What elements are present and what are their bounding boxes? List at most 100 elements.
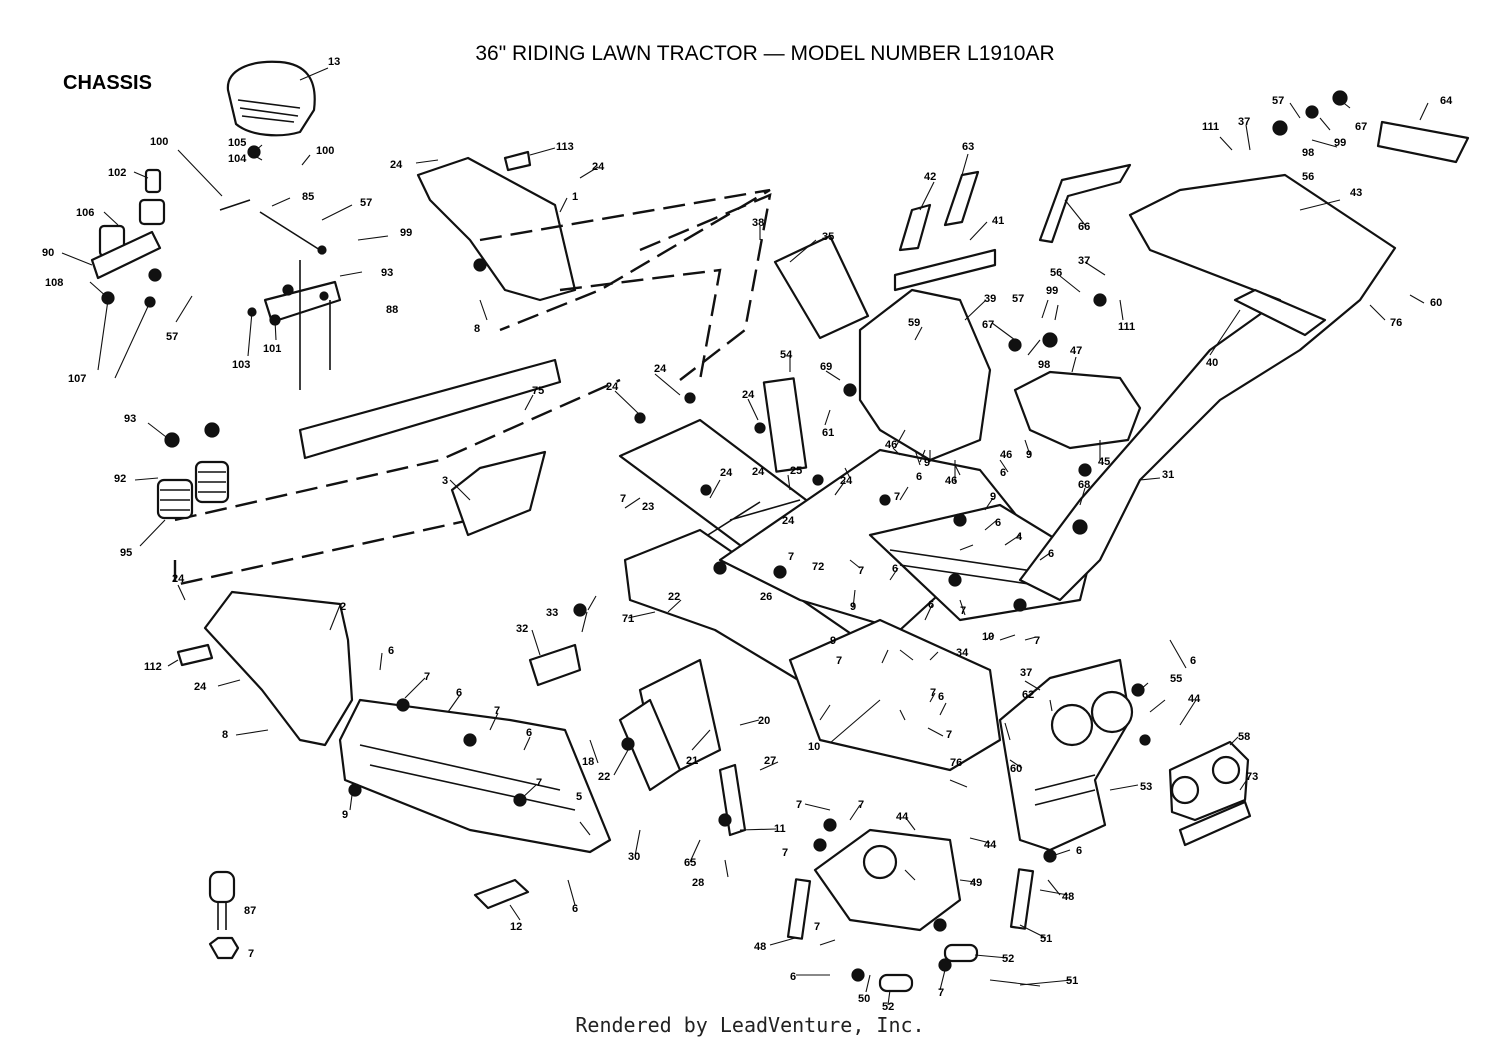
callout-30: 30 xyxy=(628,851,640,863)
front-grille xyxy=(998,658,1132,852)
left-fender-panel xyxy=(203,590,354,747)
callout-111b: 111 xyxy=(1118,321,1135,333)
callout-44a: 44 xyxy=(896,811,909,823)
callout-92: 92 xyxy=(114,473,126,485)
callout-99c: 99 xyxy=(1046,285,1058,297)
callout-108: 108 xyxy=(45,277,63,289)
render-credit: Rendered by LeadVenture, Inc. xyxy=(575,1013,924,1037)
callout-98a: 98 xyxy=(1302,147,1314,159)
callout-101: 101 xyxy=(263,343,281,355)
nut-7 xyxy=(208,936,240,960)
callout-3: 3 xyxy=(442,475,448,487)
callout-54: 54 xyxy=(780,349,793,361)
bracket-21-20 xyxy=(618,698,682,792)
callout-106: 106 xyxy=(76,207,94,219)
spacer-52a xyxy=(943,943,979,963)
callout-33: 33 xyxy=(546,607,558,619)
callout-6l: 6 xyxy=(892,563,898,575)
callout-56a: 56 xyxy=(1302,171,1314,183)
callout-51a: 51 xyxy=(1040,933,1052,945)
callout-40: 40 xyxy=(1206,357,1218,369)
decal-42 xyxy=(898,203,932,252)
callout-37c: 37 xyxy=(1020,667,1032,679)
callout-24g: 24 xyxy=(720,467,733,479)
callout-71: 71 xyxy=(622,613,634,625)
callout-57a: 57 xyxy=(166,331,178,343)
callout-55: 55 xyxy=(1170,673,1182,685)
callout-7c: 7 xyxy=(424,671,430,683)
callout-labels: 13 105 104 100 102 106 90 108 107 57 85 … xyxy=(42,56,1453,1013)
callout-67b: 67 xyxy=(982,319,994,331)
callout-67a: 67 xyxy=(1355,121,1367,133)
decal-41 xyxy=(893,248,997,292)
callout-6d: 6 xyxy=(388,645,394,657)
diagram-title: 36" RIDING LAWN TRACTOR — MODEL NUMBER L… xyxy=(475,42,1054,65)
callout-7i: 7 xyxy=(938,987,944,999)
left-footrest xyxy=(338,698,612,854)
callout-4: 4 xyxy=(1016,531,1023,543)
callout-10a: 10 xyxy=(808,741,820,753)
callout-56b: 56 xyxy=(1050,267,1062,279)
callout-5: 5 xyxy=(576,791,582,803)
callout-46b: 46 xyxy=(945,475,957,487)
callout-105: 105 xyxy=(228,137,246,149)
callout-68: 68 xyxy=(1078,479,1090,491)
hood-panel xyxy=(1018,173,1397,602)
callout-99b: 99 xyxy=(1334,137,1346,149)
steering-wheel xyxy=(1038,163,1132,244)
callout-46a: 46 xyxy=(885,439,897,451)
callout-47: 47 xyxy=(1070,345,1082,357)
callout-32: 32 xyxy=(516,623,528,635)
callout-7b: 7 xyxy=(788,551,794,563)
spring-cap xyxy=(144,168,162,194)
callout-7j: 7 xyxy=(814,921,820,933)
callout-28: 28 xyxy=(692,877,704,889)
callout-61: 61 xyxy=(822,427,834,439)
callout-42: 42 xyxy=(924,171,936,183)
callout-95: 95 xyxy=(120,547,132,559)
callout-39: 39 xyxy=(984,293,996,305)
callout-103: 103 xyxy=(232,359,250,371)
callout-65: 65 xyxy=(684,857,696,869)
callout-73: 73 xyxy=(1246,771,1258,783)
callout-7f: 7 xyxy=(796,799,802,811)
callout-44b: 44 xyxy=(984,839,997,851)
callout-7p: 7 xyxy=(858,565,864,577)
callout-9f: 9 xyxy=(850,601,856,613)
decal-73 xyxy=(1178,800,1252,847)
callout-99a: 99 xyxy=(400,227,412,239)
callout-27: 27 xyxy=(764,755,776,767)
callout-93a: 93 xyxy=(381,267,393,279)
callout-26: 26 xyxy=(760,591,772,603)
callout-72: 72 xyxy=(812,561,824,573)
callout-113: 113 xyxy=(556,141,574,153)
bracket-48-left xyxy=(786,878,812,940)
callout-6j: 6 xyxy=(572,903,578,915)
callout-7m: 7 xyxy=(1034,635,1040,647)
leader-lines xyxy=(61,67,1429,1006)
callout-6f: 6 xyxy=(526,727,532,739)
seat-mount-bracket xyxy=(263,280,342,324)
decal-64 xyxy=(1376,120,1470,164)
callout-18: 18 xyxy=(582,756,594,768)
callout-7r: 7 xyxy=(946,729,952,741)
callout-100b: 100 xyxy=(316,145,334,157)
callout-76a: 76 xyxy=(1390,317,1402,329)
callout-75: 75 xyxy=(532,385,544,397)
callout-2: 2 xyxy=(340,601,346,613)
callout-57d: 57 xyxy=(1012,293,1024,305)
callout-9b: 9 xyxy=(1026,449,1032,461)
side-rail-decal xyxy=(298,358,562,460)
callout-49: 49 xyxy=(970,877,982,889)
callout-13: 13 xyxy=(328,56,340,68)
callout-48b: 48 xyxy=(754,941,766,953)
callout-7d: 7 xyxy=(494,705,500,717)
callout-7o: 7 xyxy=(930,687,936,699)
callout-6e: 6 xyxy=(456,687,462,699)
callout-24j: 24 xyxy=(172,573,185,585)
callout-7g: 7 xyxy=(858,799,864,811)
plate-54 xyxy=(762,377,808,473)
bracket-32 xyxy=(528,643,582,687)
axle-block-49 xyxy=(813,828,962,932)
